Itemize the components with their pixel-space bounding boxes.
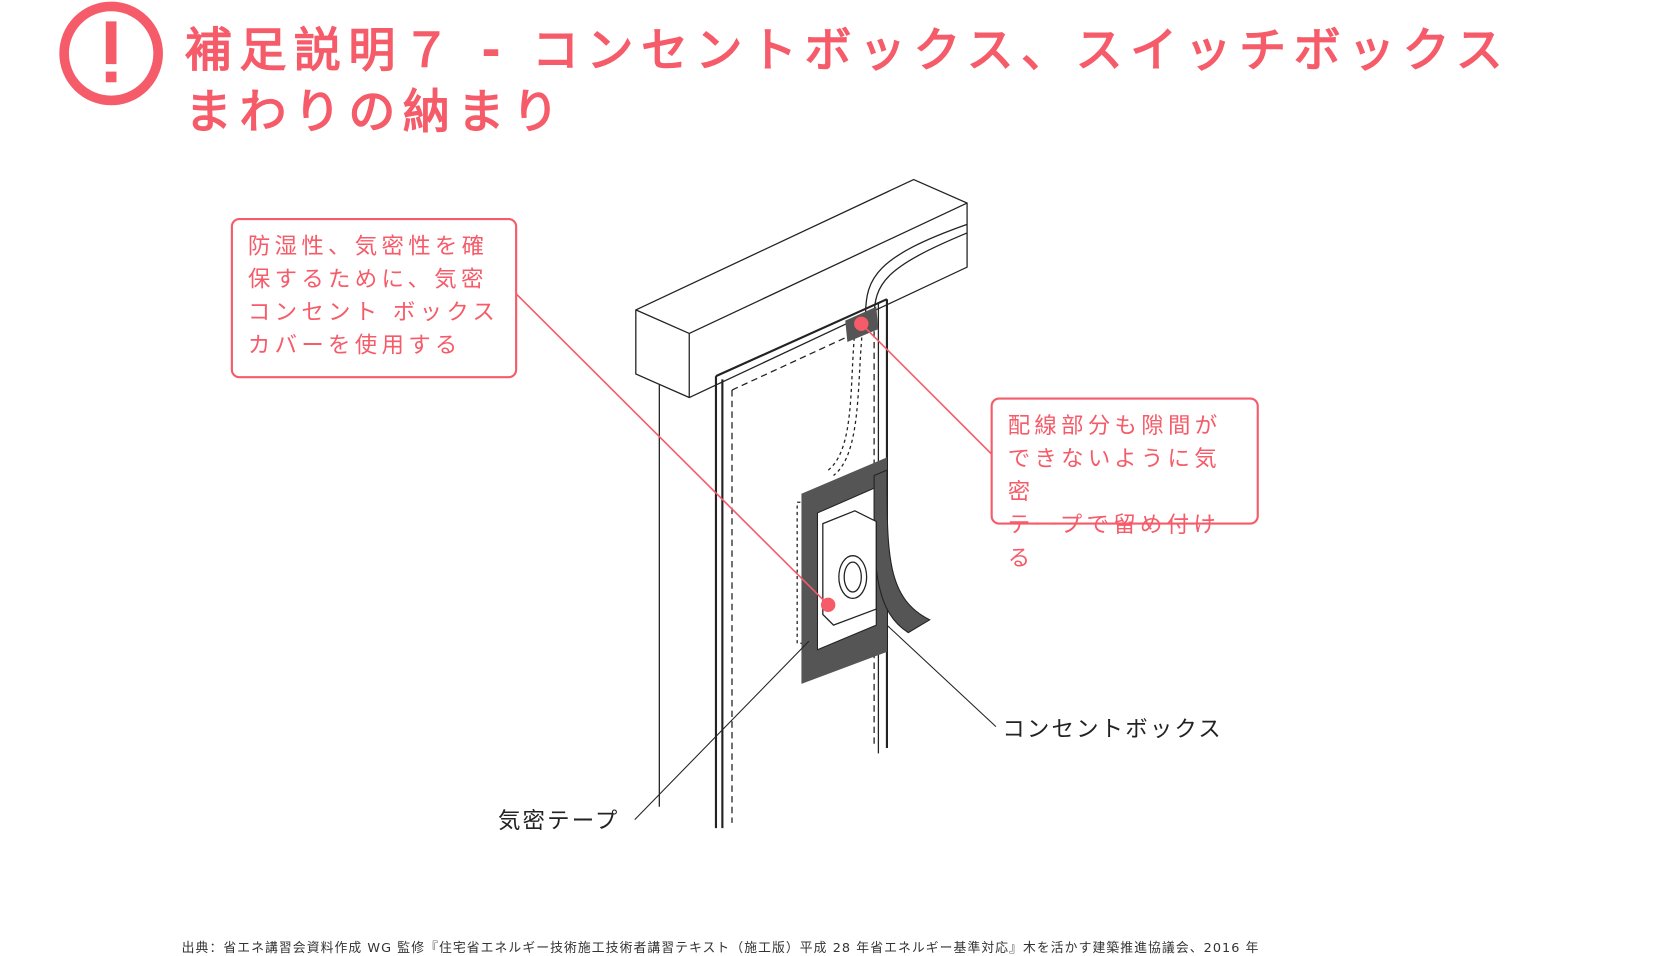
leader-lines — [515, 293, 993, 613]
outlet-box-label: コンセントボックス — [1002, 715, 1223, 742]
label-leaders — [634, 624, 997, 820]
callout-line: カバーを使用する — [247, 332, 462, 358]
callout-line: 配線部分も隙間が — [1007, 412, 1222, 439]
callout-line: 保するために、気密 — [247, 266, 488, 292]
callout-box-cover: 防湿性、気密性を確 保するために、気密 コンセント ボックス カバーを使用する — [230, 217, 518, 379]
source-citation: 出典：省エネ講習会資料作成 WG 監修『住宅省エネルギー技術施工技術者講習テキス… — [181, 940, 1260, 956]
outlet-box — [822, 510, 877, 626]
callout-line: テープで留め付ける — [1007, 511, 1221, 571]
exclamation-circle-icon — [59, 1, 163, 106]
callout-wiring-tape: 配線部分も隙間が できないように気密 テープで留め付ける — [990, 397, 1259, 571]
callout-line: コンセント ボックス — [247, 299, 500, 325]
airtight-tape — [801, 306, 931, 684]
airtight-tape-label: 気密テープ — [497, 807, 620, 834]
page-title: 補足説明７ - コンセントボックス、スイッチボックス — [184, 23, 1511, 79]
callout-line: 防湿性、気密性を確 — [247, 232, 489, 259]
callout-line: できないように気密 — [1007, 445, 1221, 505]
page-title-line2: まわりの納まり — [184, 85, 567, 140]
